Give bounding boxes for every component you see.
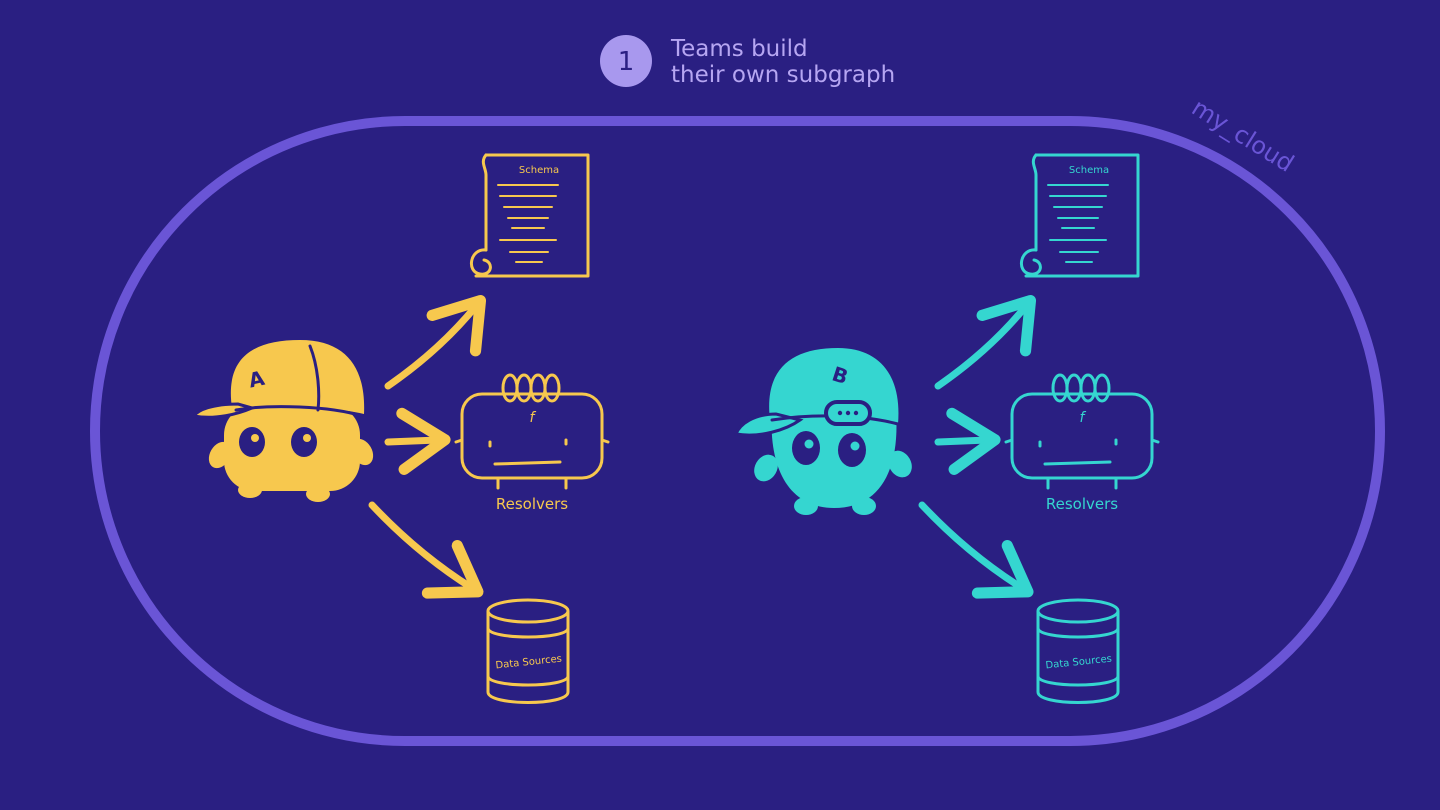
team-b-arrow-to-datasources (918, 501, 1034, 599)
team-a-resolvers-box (454, 373, 610, 490)
team-b-arrow-to-resolvers (934, 407, 1001, 475)
team-b-schema-scroll (1020, 153, 1140, 278)
step-number: 1 (618, 47, 635, 77)
team-a-arrow-to-resolvers (384, 407, 451, 475)
cloud-label: my_cloud (1187, 93, 1299, 177)
team-b-cap-letter: B (829, 362, 851, 390)
team-b-arrow-to-schema (934, 294, 1037, 390)
team-b-datasources-cylinder (1036, 598, 1120, 704)
team-a-arrow-to-schema (384, 294, 487, 390)
step-title-line2: their own subgraph (671, 62, 895, 88)
team-b-resolvers-label: Resolvers (1046, 495, 1118, 513)
team-b-datasources-label: Data Sources (1045, 654, 1112, 672)
step-title-line1: Teams build (670, 36, 808, 62)
team-a-datasources-label: Data Sources (495, 654, 562, 672)
team-a-schema-label: Schema (519, 165, 559, 176)
team-a-arrow-to-datasources (368, 501, 484, 599)
step-header: 1 Teams build their own subgraph (600, 35, 895, 88)
team-b-mascot: B (733, 348, 912, 515)
cloud-boundary (90, 116, 1385, 746)
team-a-resolver-symbol: f (530, 410, 537, 426)
team-a-datasources-cylinder (486, 598, 570, 704)
team-a-cap-letter: A (246, 366, 267, 393)
team-a-mascot: A (191, 340, 374, 502)
team-b-resolvers-box (1004, 373, 1160, 490)
team-a-schema-scroll (470, 153, 590, 278)
team-a-resolvers-label: Resolvers (496, 495, 568, 513)
team-b-schema-label: Schema (1069, 165, 1109, 176)
team-b-resolver-symbol: f (1080, 410, 1087, 426)
step-number-badge (600, 35, 652, 87)
